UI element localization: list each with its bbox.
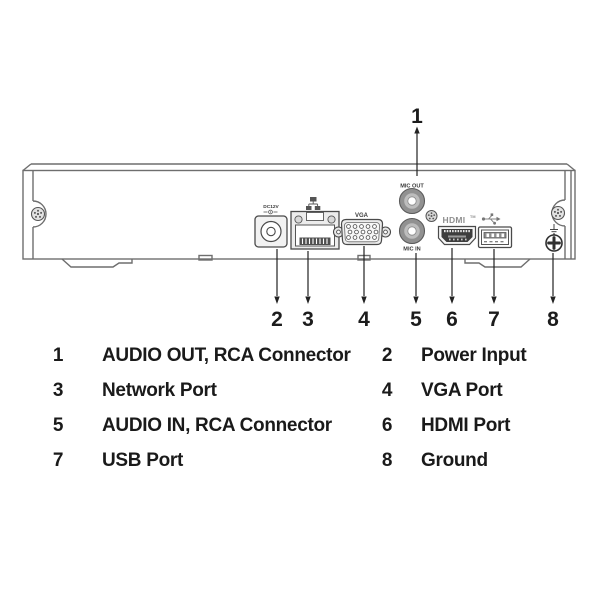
- device-chassis: [22, 163, 576, 268]
- callout-number-4: 4: [358, 308, 370, 331]
- hdmi-port: HDMI TM: [437, 215, 477, 246]
- hdmi-tm: TM: [470, 215, 475, 219]
- callout-number-5: 5: [410, 308, 422, 331]
- legend-num: 5: [52, 415, 64, 436]
- rear-panel-diagram: DC12V VGA: [22, 105, 576, 331]
- legend-num: 4: [381, 380, 393, 401]
- legend-label: USB Port: [102, 450, 183, 471]
- usb-icon: [481, 213, 501, 225]
- legend-label: VGA Port: [421, 380, 503, 401]
- hdmi-logo: HDMI: [443, 215, 466, 225]
- callout-8: 8: [547, 253, 559, 331]
- legend-num: 2: [381, 345, 393, 366]
- power-input-jack: DC12V: [254, 204, 288, 248]
- callout-number-3: 3: [302, 308, 314, 331]
- mic-out-label: MIC OUT: [400, 184, 424, 190]
- legend-num: 8: [381, 450, 393, 471]
- callout-2: 2: [271, 249, 283, 331]
- callout-number-8: 8: [547, 308, 559, 331]
- panel-screw-left: [30, 206, 46, 222]
- legend-label: Network Port: [102, 380, 217, 401]
- callout-number-6: 6: [446, 308, 458, 331]
- hdmi-pins: [444, 230, 470, 241]
- legend-row: 5 AUDIO IN, RCA Connector 6 HDMI Port: [0, 415, 600, 437]
- ground-icon: [550, 224, 558, 235]
- mic-in-label: MIC IN: [403, 247, 420, 253]
- ground-screw: [545, 224, 563, 252]
- legend-num: 3: [52, 380, 64, 401]
- callout-number-1: 1: [411, 105, 423, 128]
- small-panel-screw: [425, 210, 438, 222]
- legend-label: Power Input: [421, 345, 527, 366]
- callout-number-2: 2: [271, 308, 283, 331]
- device-foot-right: [464, 258, 531, 268]
- legend-label: Ground: [421, 450, 488, 471]
- callout-5: 5: [410, 253, 422, 331]
- callout-6: 6: [446, 248, 458, 331]
- legend-label: AUDIO IN, RCA Connector: [102, 415, 332, 436]
- audio-in-rca: MIC IN: [398, 217, 426, 253]
- legend-num: 6: [381, 415, 393, 436]
- legend-label: HDMI Port: [421, 415, 511, 436]
- power-label: DC12V: [263, 204, 279, 210]
- callout-number-7: 7: [488, 308, 500, 331]
- callout-1: 1: [411, 105, 423, 176]
- callout-3: 3: [302, 251, 314, 331]
- usb-pins: [486, 233, 505, 238]
- legend-row: 7 USB Port 8 Ground: [0, 450, 600, 472]
- dc-polarity-icon: [263, 209, 278, 215]
- device-foot-left: [61, 258, 133, 268]
- vga-label: VGA: [355, 213, 369, 219]
- mount-tab: [198, 254, 213, 261]
- usb-port: [477, 213, 513, 249]
- legend-row: 1 AUDIO OUT, RCA Connector 2 Power Input: [0, 345, 600, 367]
- legend-label: AUDIO OUT, RCA Connector: [102, 345, 351, 366]
- vga-port: VGA: [332, 213, 392, 246]
- legend-row: 3 Network Port 4 VGA Port: [0, 380, 600, 402]
- legend-num: 1: [52, 345, 64, 366]
- network-icon: [306, 197, 321, 210]
- panel-screw-right: [550, 205, 566, 221]
- audio-out-rca: MIC OUT: [398, 184, 426, 215]
- network-port: [290, 197, 340, 250]
- legend-num: 7: [52, 450, 64, 471]
- callout-7: 7: [488, 249, 500, 331]
- vga-pins: [346, 224, 379, 240]
- callout-4: 4: [358, 246, 370, 331]
